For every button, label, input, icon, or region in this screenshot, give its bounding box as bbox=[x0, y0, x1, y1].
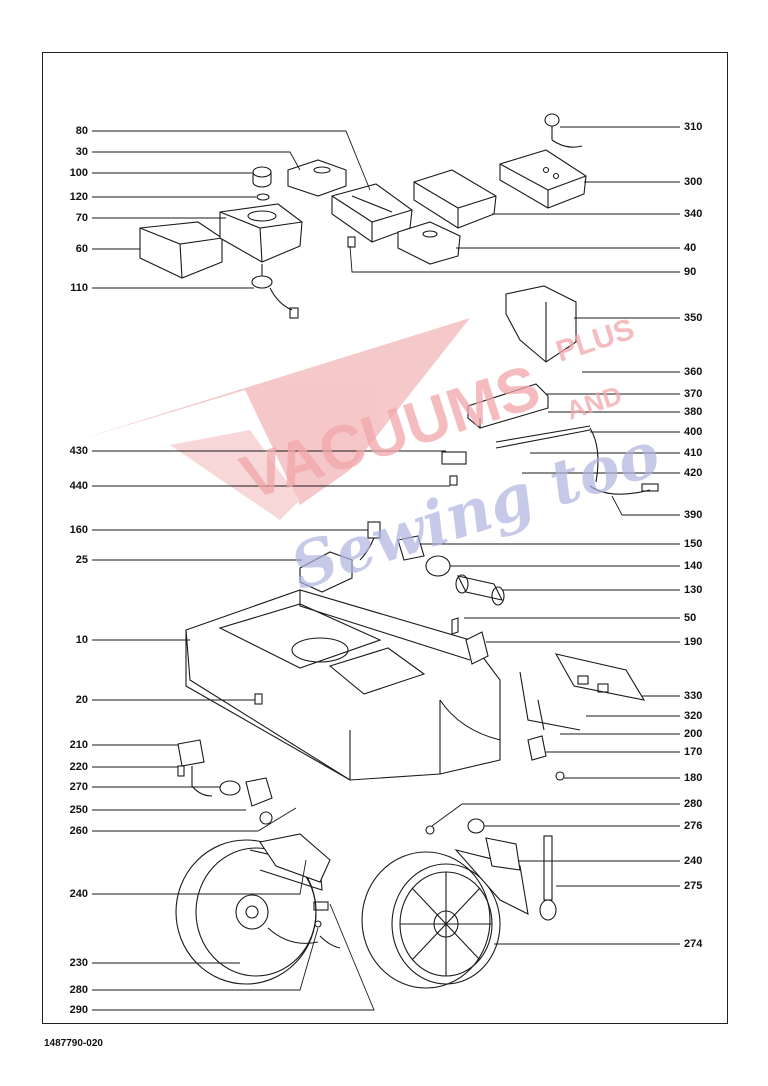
bracket-320-200 bbox=[519, 671, 581, 731]
part-160-150 bbox=[359, 521, 425, 561]
cover-60 bbox=[139, 221, 223, 279]
bracket-350 bbox=[505, 285, 577, 363]
part-430 bbox=[441, 451, 467, 465]
screw-220 bbox=[177, 765, 185, 777]
label-right: 340 bbox=[684, 208, 703, 220]
cable-reel-230 bbox=[175, 839, 323, 985]
socket-210 bbox=[177, 739, 213, 797]
label-right: 360 bbox=[684, 366, 703, 378]
label-right: 350 bbox=[684, 312, 703, 324]
label-right: 170 bbox=[684, 746, 703, 758]
label-left: 270 bbox=[69, 781, 88, 793]
label-left: 230 bbox=[69, 957, 88, 969]
contacts-280-290 bbox=[313, 901, 341, 949]
label-right: 90 bbox=[684, 266, 697, 278]
label-right: 280 bbox=[684, 798, 703, 810]
label-left: 100 bbox=[69, 167, 88, 179]
label-left: 25 bbox=[75, 554, 88, 566]
label-left: 240 bbox=[69, 888, 88, 900]
label-right: 275 bbox=[684, 880, 703, 892]
part-270-250 bbox=[219, 777, 273, 807]
label-left: 70 bbox=[75, 212, 88, 224]
screw-440 bbox=[449, 475, 458, 486]
circuit-board-330 bbox=[554, 653, 646, 701]
label-right: 370 bbox=[684, 388, 703, 400]
part-260 bbox=[259, 811, 273, 825]
motor-fan-274 bbox=[361, 849, 529, 989]
screw-280-right bbox=[425, 825, 435, 835]
cover-80 bbox=[331, 183, 413, 243]
label-left: 160 bbox=[69, 524, 88, 536]
label-left: 20 bbox=[75, 694, 88, 706]
label-right: 150 bbox=[684, 538, 703, 550]
label-right: 310 bbox=[684, 121, 703, 133]
label-left: 110 bbox=[70, 282, 88, 294]
watermark-logo bbox=[78, 318, 470, 520]
diagram-frame bbox=[42, 52, 728, 1024]
label-left: 60 bbox=[75, 243, 88, 255]
screw-90 bbox=[347, 236, 356, 248]
clip-170 bbox=[527, 735, 547, 761]
housing-10 bbox=[185, 589, 501, 781]
label-left: 120 bbox=[69, 191, 88, 203]
rod-400-410 bbox=[495, 425, 599, 483]
label-right: 380 bbox=[684, 406, 703, 418]
label-left: 30 bbox=[75, 146, 88, 158]
label-right: 330 bbox=[684, 690, 703, 702]
cover-70 bbox=[219, 203, 303, 263]
label-right: 300 bbox=[684, 176, 703, 188]
brush-240-left bbox=[259, 833, 331, 883]
label-right: 390 bbox=[684, 509, 703, 521]
leader-lines bbox=[92, 126, 680, 1011]
screw-20 bbox=[254, 693, 263, 705]
label-right: 200 bbox=[684, 728, 703, 740]
part-276 bbox=[467, 818, 485, 834]
label-right: 140 bbox=[684, 560, 703, 572]
label-left: 280 bbox=[69, 984, 88, 996]
label-left: 430 bbox=[69, 445, 88, 457]
cover-40 bbox=[397, 221, 461, 265]
label-left: 440 bbox=[69, 480, 88, 492]
label-right: 240 bbox=[684, 855, 703, 867]
label-right: 274 bbox=[684, 938, 703, 950]
label-left: 220 bbox=[69, 761, 88, 773]
lamp-310 bbox=[544, 113, 583, 148]
rod-275 bbox=[539, 835, 557, 921]
cover-340 bbox=[413, 169, 497, 229]
screw-180 bbox=[555, 771, 565, 781]
label-left: 210 bbox=[69, 739, 88, 751]
label-left: 10 bbox=[75, 634, 88, 646]
potentiometer-110 bbox=[251, 264, 299, 319]
label-right: 400 bbox=[684, 426, 703, 438]
cover-30 bbox=[287, 159, 347, 197]
cover-300 bbox=[499, 149, 587, 209]
brush-240-right bbox=[485, 837, 521, 871]
label-right: 50 bbox=[684, 612, 697, 624]
label-right: 420 bbox=[684, 467, 703, 479]
label-right: 40 bbox=[684, 242, 697, 254]
washer-120 bbox=[256, 193, 270, 201]
bracket-25 bbox=[299, 551, 353, 593]
motor-140-130 bbox=[425, 555, 505, 606]
label-right: 190 bbox=[684, 636, 703, 648]
knob-100 bbox=[252, 166, 272, 188]
watermark-v bbox=[170, 430, 300, 520]
label-right: 180 bbox=[684, 772, 703, 784]
label-right: 130 bbox=[684, 584, 703, 596]
watermark-swoosh bbox=[78, 318, 470, 505]
label-left: 80 bbox=[75, 125, 88, 137]
label-right: 320 bbox=[684, 710, 703, 722]
switch-370-380 bbox=[467, 383, 549, 429]
cable-390 bbox=[589, 483, 659, 495]
label-right: 276 bbox=[684, 820, 703, 832]
label-left: 250 bbox=[69, 804, 88, 816]
part-drawings bbox=[139, 113, 659, 989]
switch-190-50 bbox=[451, 617, 489, 665]
label-left: 260 bbox=[69, 825, 88, 837]
label-right: 410 bbox=[684, 447, 703, 459]
document-number: 1487790-020 bbox=[44, 1038, 103, 1049]
label-left: 290 bbox=[69, 1004, 88, 1016]
